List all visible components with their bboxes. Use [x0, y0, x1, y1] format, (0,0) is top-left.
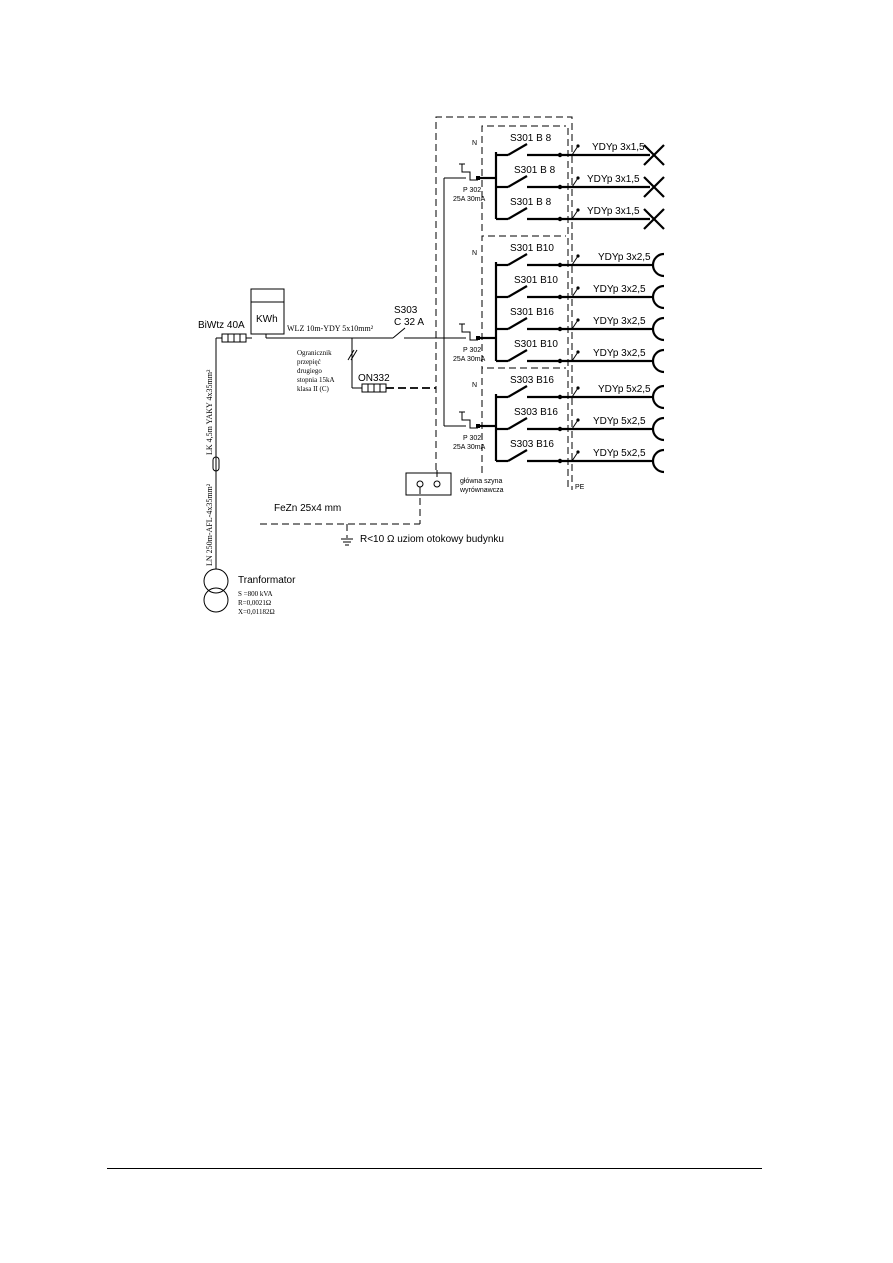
breaker-label: S301 B10 [510, 243, 554, 254]
rcd-symbol [461, 412, 478, 429]
breaker-contact [507, 385, 528, 398]
socket-symbol [651, 316, 665, 342]
rcd-rating: 25A 30mA [453, 356, 486, 363]
rcd-terminal [476, 336, 480, 340]
breaker-contact [507, 253, 528, 266]
socket-symbol [651, 448, 665, 474]
breaker-contact [507, 143, 528, 156]
surge-label-line-1: Ogranicznik [297, 349, 332, 357]
rcd-terminal [476, 176, 480, 180]
main-fuse-label: BiWtz 40A [198, 320, 245, 331]
socket-symbol [651, 284, 665, 310]
page-footer-rule [107, 1168, 762, 1169]
rcd-rating: 25A 30mA [453, 196, 486, 203]
equipotential-busbar [405, 472, 452, 496]
breaker-contact [507, 175, 528, 188]
socket-symbol [651, 384, 665, 410]
cable-label: YDYp 3x1,5 [587, 206, 640, 217]
breaker-contact [507, 349, 528, 362]
breaker-contact [507, 449, 528, 462]
busbar-terminal-2 [433, 480, 441, 488]
rcd-symbol [461, 164, 478, 181]
pe-label: PE [575, 484, 585, 491]
cable-label: YDYp 3x1,5 [587, 174, 640, 185]
cable-label: YDYp 5x2,5 [593, 448, 646, 459]
surge-label-line-4: stopnia 15kA [297, 376, 335, 384]
rcd-label: P 302 [463, 347, 481, 354]
main-breaker-label: S303 [394, 305, 418, 316]
surge-label-line-2: przepięć [297, 358, 321, 366]
transformer-symbol [203, 568, 229, 613]
breaker-label: S301 B10 [514, 275, 558, 286]
cable-label: YDYp 5x2,5 [593, 416, 646, 427]
breaker-label: S303 B16 [510, 375, 554, 386]
main-breaker-rating: C 32 A [394, 317, 424, 328]
fezn-label: FeZn 25x4 mm [274, 503, 341, 514]
energy-meter [250, 288, 285, 335]
busbar-label-line-1: główna szyna [460, 478, 503, 485]
breaker-label: S301 B10 [514, 339, 558, 350]
board-enclosure-dashed [435, 116, 573, 490]
transformer-label: Tranformator [238, 575, 296, 586]
breaker-contact [507, 285, 528, 298]
socket-symbol [651, 416, 665, 442]
meter-label: KWh [256, 314, 278, 325]
rcd-label: P 302 [463, 435, 481, 442]
neutral-label: N [472, 140, 477, 147]
cable-label: YDYp 3x2,5 [598, 252, 651, 263]
busbar-terminal-1 [416, 480, 424, 488]
wlz-cable-label: WLZ 10m-YDY 5x10mm² [287, 324, 374, 333]
breaker-contact [507, 317, 528, 330]
breaker-label: S303 B16 [514, 407, 558, 418]
surge-label-line-3: drugiego [297, 367, 322, 375]
cable-label: YDYp 3x2,5 [593, 284, 646, 295]
socket-symbol [651, 252, 665, 278]
rcd-symbol [461, 324, 478, 341]
group-box-dashed [481, 367, 566, 473]
lk-cable-label: LK 4,5m YAKY 4x35mm² [205, 369, 214, 455]
transformer-param-r: R=0,0021Ω [238, 599, 271, 607]
breaker-label: S303 B16 [510, 439, 554, 450]
transformer-param-s: S =800 kVA [238, 590, 273, 598]
earthing: główna szyna wyrównawcza FeZn 25x4 mm R<… [260, 470, 504, 546]
cable-label: YDYp 5x2,5 [598, 384, 651, 395]
supply-side: Tranformator S =800 kVA R=0,0021Ω X=0,01… [198, 288, 444, 616]
ln-cable-label: LN 250m-AFL-4x35mm² [205, 483, 214, 566]
cable-label: YDYp 3x1,5 [592, 142, 645, 153]
socket-symbol [651, 348, 665, 374]
surge-device-label: ON332 [358, 373, 390, 384]
breaker-label: S301 B 8 [510, 197, 552, 208]
rcd-terminal [476, 424, 480, 428]
neutral-label: N [472, 382, 477, 389]
surge-label-line-5: klasa II (C) [297, 385, 330, 393]
breaker-label: S301 B 8 [514, 165, 556, 176]
transformer-param-x: X=0,01182Ω [238, 608, 275, 616]
breaker-contact [507, 417, 528, 430]
cable-label: YDYp 3x2,5 [593, 316, 646, 327]
group-box-dashed [481, 235, 566, 373]
neutral-label: N [472, 250, 477, 257]
rcd-rating: 25A 30mA [453, 444, 486, 451]
busbar-label-line-2: wyrównawcza [459, 487, 504, 494]
main-breaker-symbol [392, 327, 406, 339]
group-box-dashed [481, 125, 566, 231]
breaker-contact [507, 207, 528, 220]
earth-label: R<10 Ω uziom otokowy budynku [360, 534, 504, 545]
breaker-label: S301 B 8 [510, 133, 552, 144]
breaker-label: S301 B16 [510, 307, 554, 318]
cable-label: YDYp 3x2,5 [593, 348, 646, 359]
rcd-label: P 302 [463, 187, 481, 194]
